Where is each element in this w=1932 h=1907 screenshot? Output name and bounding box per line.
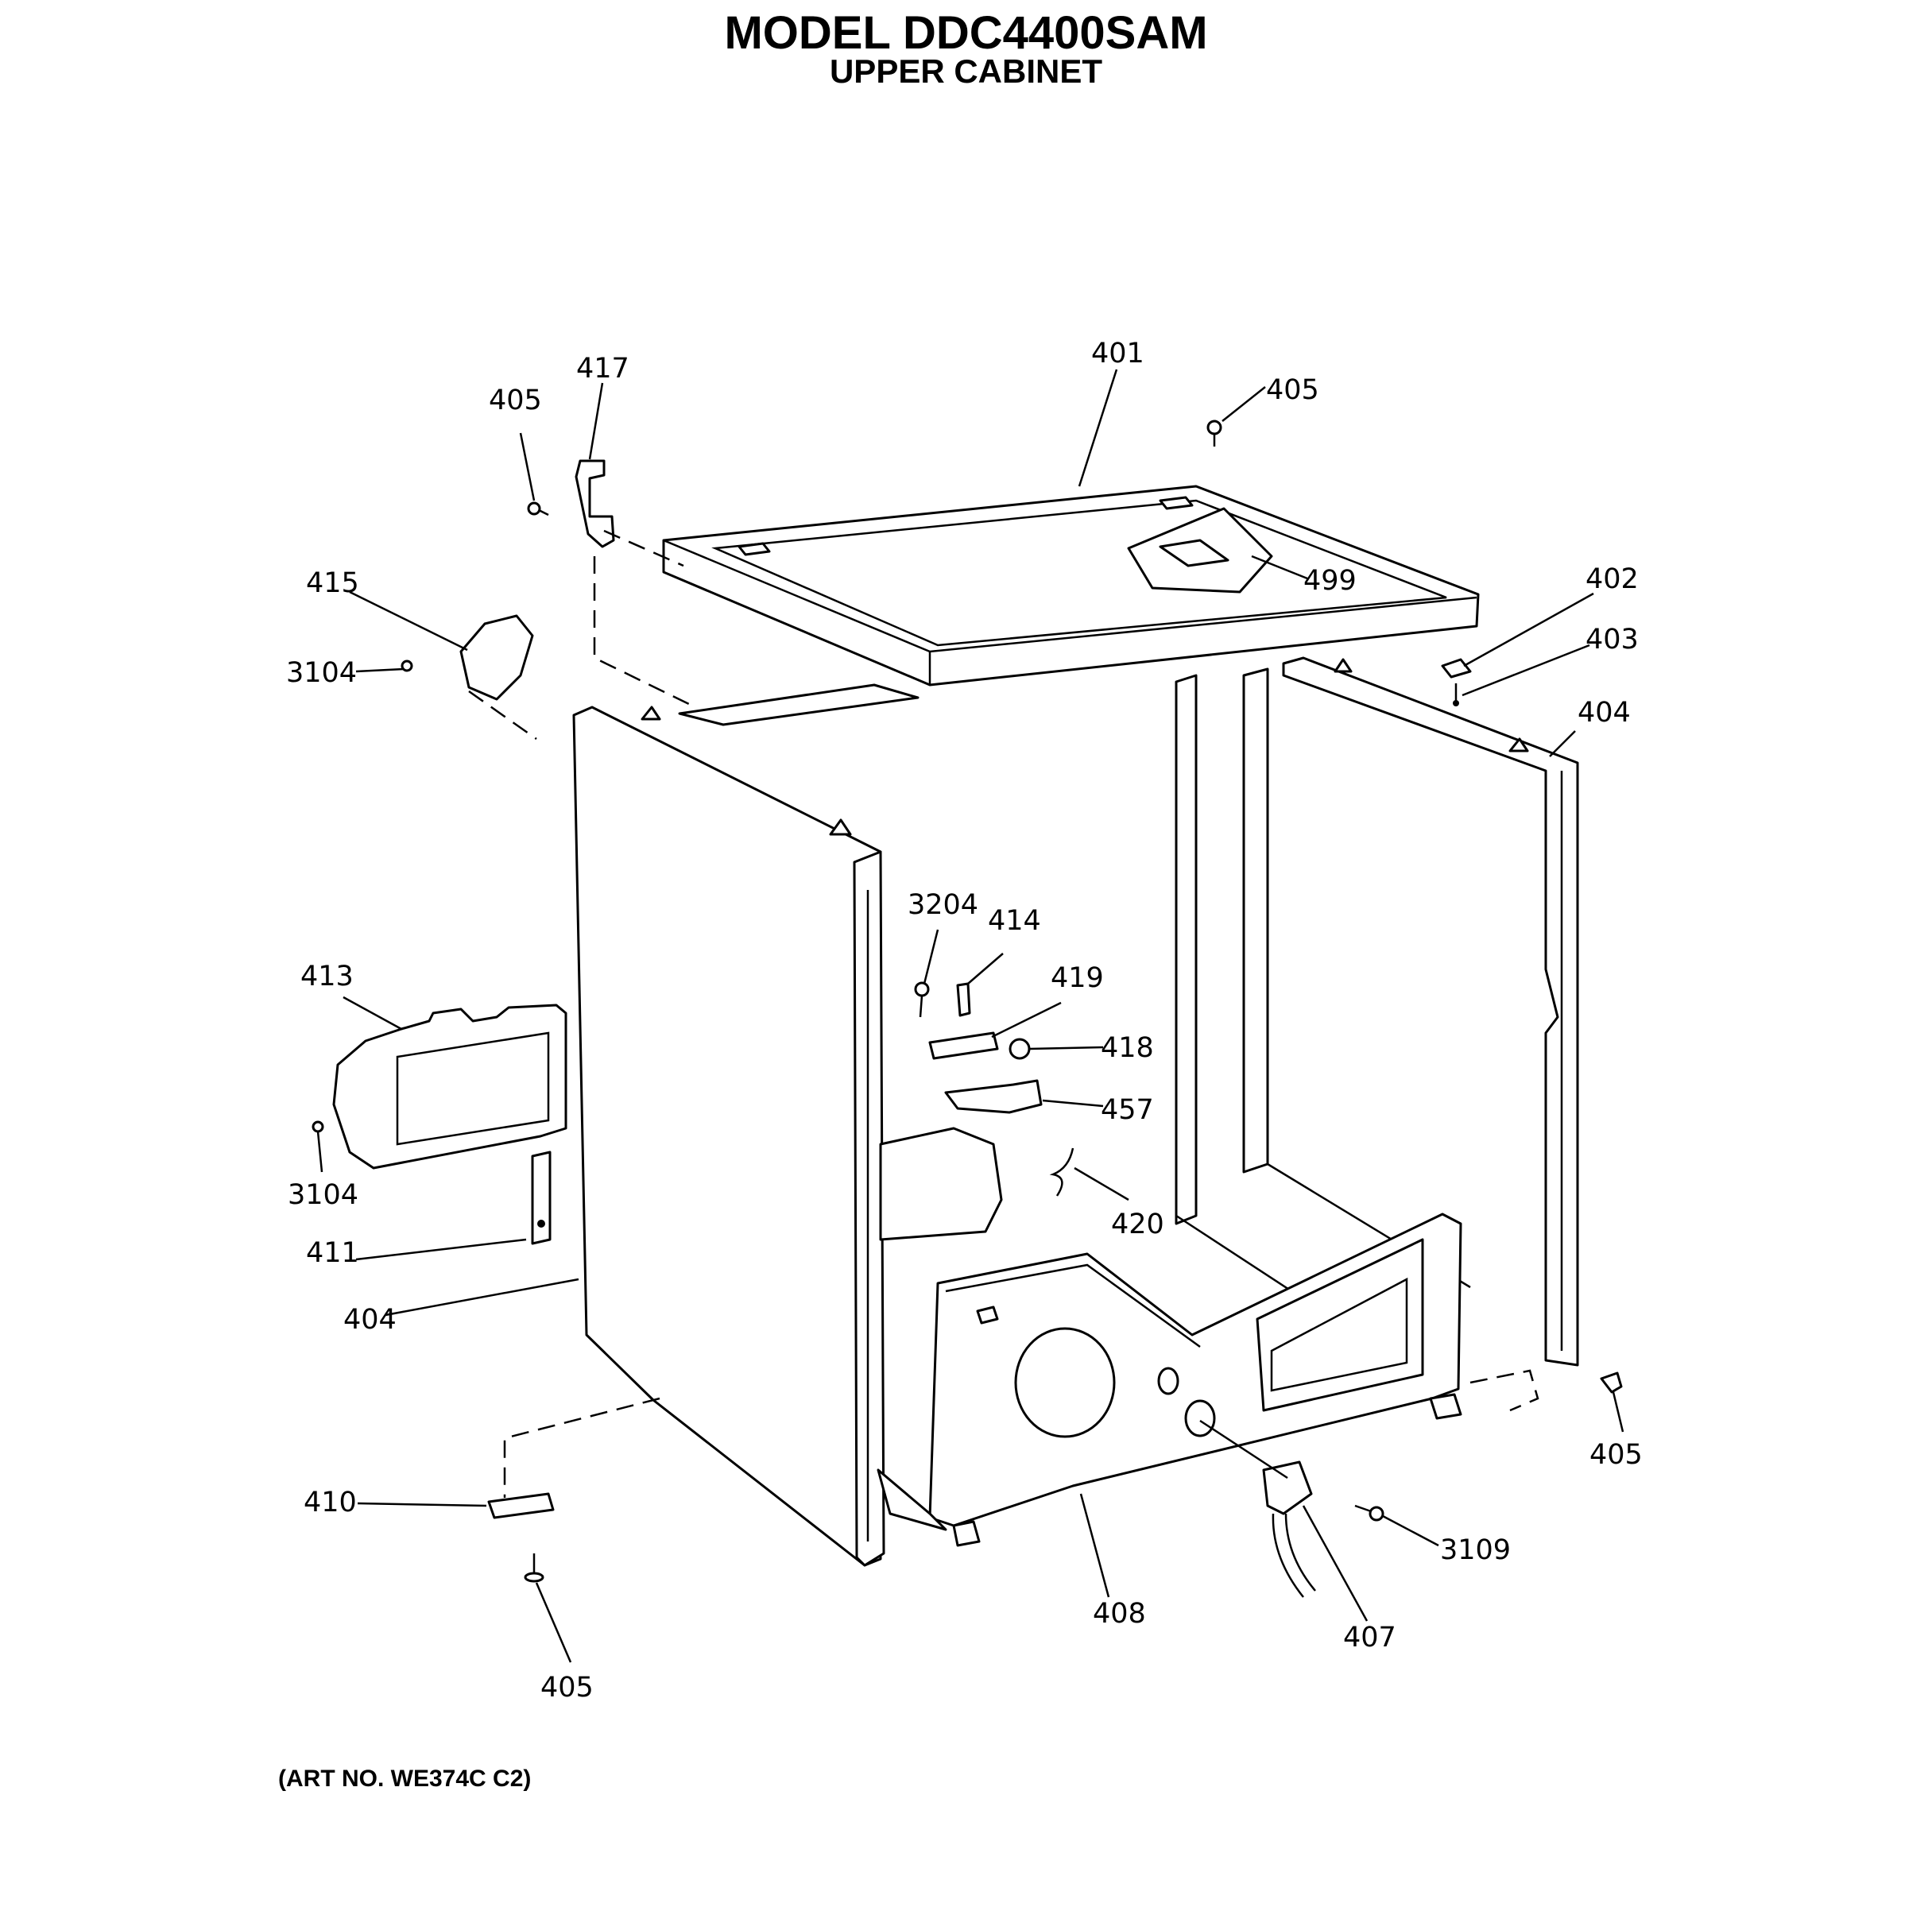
callout-405-right: 405 xyxy=(1589,1439,1643,1471)
callout-401: 401 xyxy=(1091,338,1144,369)
bumper-402 xyxy=(1441,658,1472,679)
screw-3104-lower xyxy=(312,1120,324,1133)
callout-leader-lines xyxy=(316,369,1624,1663)
callout-405-top: 405 xyxy=(1266,374,1319,406)
top-panel xyxy=(662,485,1480,687)
screw-405-bottom xyxy=(524,1553,544,1583)
screw-3204 xyxy=(914,981,930,1018)
callout-413: 413 xyxy=(300,961,354,992)
callout-403: 403 xyxy=(1585,624,1639,656)
left-side-panel xyxy=(572,706,885,1567)
pin-414 xyxy=(956,982,971,1017)
assembly-dash-lines xyxy=(468,529,1539,1498)
bracket-457 xyxy=(944,1079,1043,1114)
cover-plate-415 xyxy=(459,614,534,701)
callout-420: 420 xyxy=(1111,1209,1164,1240)
art-number-note: (ART NO. WE374C C2) xyxy=(278,1766,532,1792)
callout-3104-upper: 3104 xyxy=(286,657,357,689)
callout-labels: 417 405 401 405 499 402 403 404 415 3104… xyxy=(286,338,1643,1704)
rear-frame xyxy=(678,667,1471,1352)
switch-419 xyxy=(928,1031,999,1060)
callout-3109: 3109 xyxy=(1440,1534,1511,1566)
access-panel-413 xyxy=(332,1004,567,1170)
screw-405-right xyxy=(1600,1371,1623,1394)
screw-405-top-left xyxy=(527,501,549,516)
terminal-block-407 xyxy=(1262,1460,1316,1598)
leveler-plate-410 xyxy=(487,1492,555,1519)
front-base-panel xyxy=(877,1127,1462,1547)
bracket-411 xyxy=(531,1151,552,1245)
clip-420 xyxy=(1049,1147,1074,1197)
hinge-bracket-417 xyxy=(575,459,615,548)
callout-499: 499 xyxy=(1303,565,1357,597)
callout-410: 410 xyxy=(304,1487,357,1518)
nut-418 xyxy=(1009,1038,1031,1060)
callout-457: 457 xyxy=(1101,1094,1154,1126)
page-subtitle: UPPER CABINET xyxy=(829,52,1103,90)
screw-3109 xyxy=(1354,1504,1384,1522)
callout-404-right: 404 xyxy=(1578,697,1631,729)
screw-403 xyxy=(1453,683,1459,706)
screw-405-top xyxy=(1206,420,1222,447)
callout-3104-lower: 3104 xyxy=(288,1179,358,1211)
callout-417: 417 xyxy=(576,353,629,385)
callout-415: 415 xyxy=(306,567,359,599)
callout-404-left: 404 xyxy=(343,1304,397,1336)
callout-418: 418 xyxy=(1101,1032,1154,1064)
callout-411: 411 xyxy=(306,1237,359,1269)
screw-3104-upper xyxy=(401,660,413,672)
callout-407: 407 xyxy=(1343,1622,1396,1654)
callout-405-bottom: 405 xyxy=(540,1672,594,1704)
callout-414: 414 xyxy=(988,905,1041,937)
right-side-panel xyxy=(1282,656,1579,1367)
callout-419: 419 xyxy=(1051,962,1104,994)
page-title: MODEL DDC4400SAM xyxy=(724,7,1208,59)
callout-405-top-left: 405 xyxy=(489,385,542,416)
callout-408: 408 xyxy=(1093,1598,1146,1630)
callout-3204: 3204 xyxy=(908,889,978,921)
callout-402: 402 xyxy=(1585,563,1639,595)
